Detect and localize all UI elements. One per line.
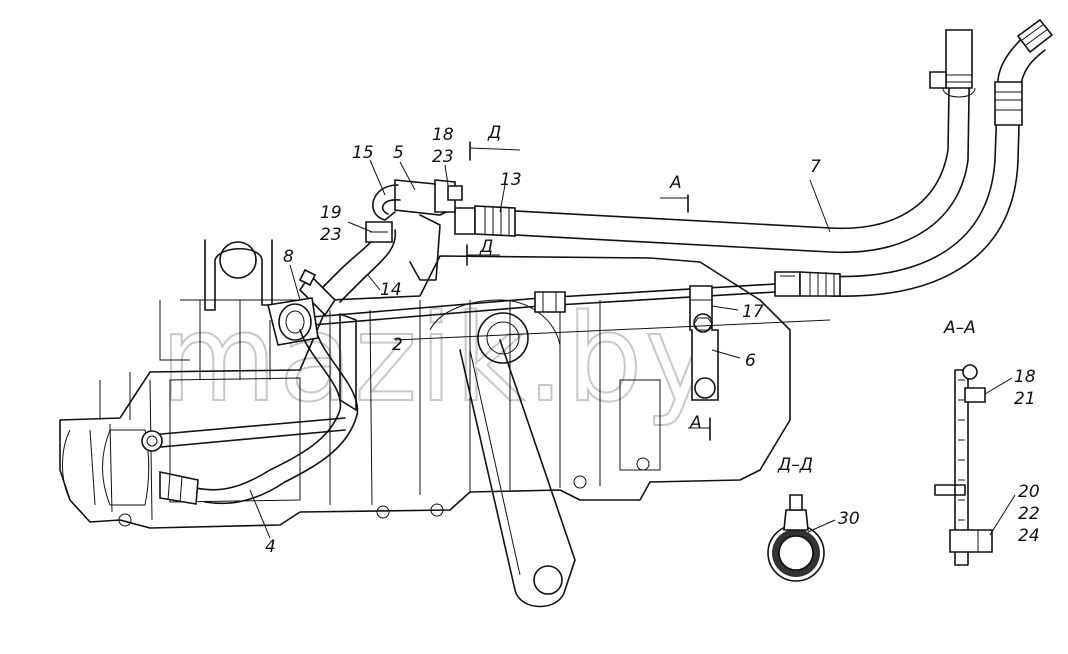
section-mark-d-top: Д: [487, 123, 501, 143]
cross-rod: [141, 417, 346, 452]
lever-arm: [459, 339, 576, 608]
pipe-loop-15: [372, 184, 401, 221]
callout-18a: 18: [432, 125, 454, 145]
callout-24: 24: [1018, 526, 1040, 546]
clamp-bracket: [689, 285, 719, 401]
callout-7: 7: [810, 157, 821, 177]
section-dd-detail: [767, 494, 825, 582]
callout-15: 15: [352, 143, 374, 163]
pipe-7: [459, 29, 976, 254]
callout-23b: 23: [320, 225, 342, 245]
fitting-5: [394, 179, 463, 281]
callout-21: 21: [1014, 389, 1036, 409]
callout-2: 2: [392, 335, 403, 355]
callout-14: 14: [380, 280, 402, 300]
section-marks: Д Д А А: [466, 123, 711, 441]
leader-lines: [249, 159, 1016, 539]
callout-22: 22: [1018, 504, 1040, 524]
watermark: mazik.by: [160, 290, 718, 429]
section-mark-d-bottom: Д: [479, 237, 493, 257]
bellows-right: [774, 271, 841, 297]
upper-bracket: [204, 239, 273, 311]
pipe-4: [159, 313, 359, 505]
callouts: 15 5 18 23 19 23 13 7 8 14 17 2 6 4 30 1…: [265, 125, 1040, 557]
bellows-13: [454, 205, 516, 237]
callout-30: 30: [838, 509, 860, 529]
section-aa-detail: [934, 364, 993, 566]
callout-19: 19: [320, 203, 342, 223]
section-mark-a-bottom: А: [689, 413, 702, 433]
section-mark-a-top: А: [669, 173, 682, 193]
callout-13: 13: [500, 170, 522, 190]
callout-5: 5: [393, 143, 404, 163]
callout-23a: 23: [432, 147, 454, 167]
pipe-upper-right: [819, 18, 1054, 297]
pipe-14: [319, 221, 397, 303]
callout-8: 8: [283, 247, 294, 267]
callout-17: 17: [742, 302, 764, 322]
callout-18b: 18: [1014, 367, 1036, 387]
callout-4: 4: [265, 537, 276, 557]
section-title-dd: Д–Д: [777, 455, 813, 475]
callout-20: 20: [1018, 482, 1040, 502]
section-title-aa: А–А: [943, 318, 976, 338]
callout-6: 6: [745, 351, 756, 371]
